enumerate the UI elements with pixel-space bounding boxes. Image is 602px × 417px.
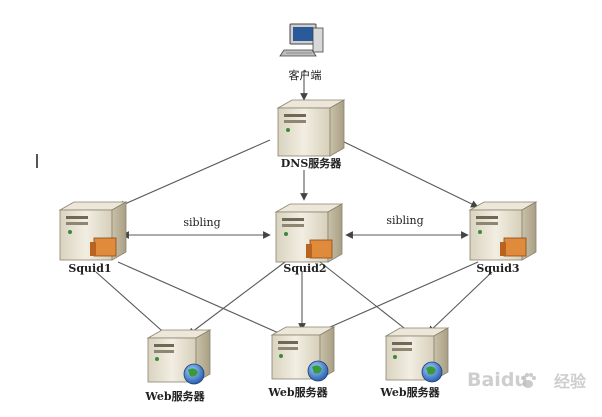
edge-squid1-web2 bbox=[117, 261, 291, 339]
web1-server-icon bbox=[146, 329, 212, 385]
squid1-server-icon bbox=[58, 201, 128, 261]
squid3-server-icon bbox=[468, 201, 538, 261]
web3-server-label: Web服务器 bbox=[380, 386, 440, 399]
web3-server-icon bbox=[384, 327, 450, 383]
dns-server-label: DNS服务器 bbox=[280, 157, 342, 170]
squid1-label: Squid1 bbox=[68, 262, 112, 275]
squid2-label: Squid2 bbox=[283, 262, 327, 275]
web2-server-icon bbox=[270, 326, 336, 382]
client-label: 客户端 bbox=[288, 69, 322, 82]
web2-server-label: Web服务器 bbox=[268, 386, 328, 399]
watermark-brand: Baidu bbox=[467, 369, 528, 391]
sibling-right-label: sibling bbox=[386, 214, 424, 227]
edge-dns-squid3 bbox=[339, 139, 479, 208]
edge-dns-squid1 bbox=[117, 139, 271, 208]
watermark-suffix: 经验 bbox=[553, 372, 586, 391]
sibling-left-label: sibling bbox=[183, 216, 221, 229]
edge-squid2-web1 bbox=[187, 261, 286, 336]
edge-squid2-web3 bbox=[319, 261, 414, 336]
squid3-label: Squid3 bbox=[476, 262, 520, 275]
web1-server-label: Web服务器 bbox=[145, 390, 205, 403]
watermark: Baidu 经验 bbox=[467, 366, 586, 394]
edge-squid3-web3 bbox=[427, 271, 493, 334]
edges bbox=[95, 70, 493, 339]
baidu-paw-icon bbox=[521, 373, 536, 388]
squid2-server-icon bbox=[274, 203, 344, 263]
dns-server-icon bbox=[276, 99, 346, 157]
client-computer-icon bbox=[279, 23, 324, 57]
edge-squid3-web2 bbox=[311, 261, 479, 336]
edge-squid1-web1 bbox=[95, 271, 171, 339]
edge-mark bbox=[36, 154, 38, 168]
